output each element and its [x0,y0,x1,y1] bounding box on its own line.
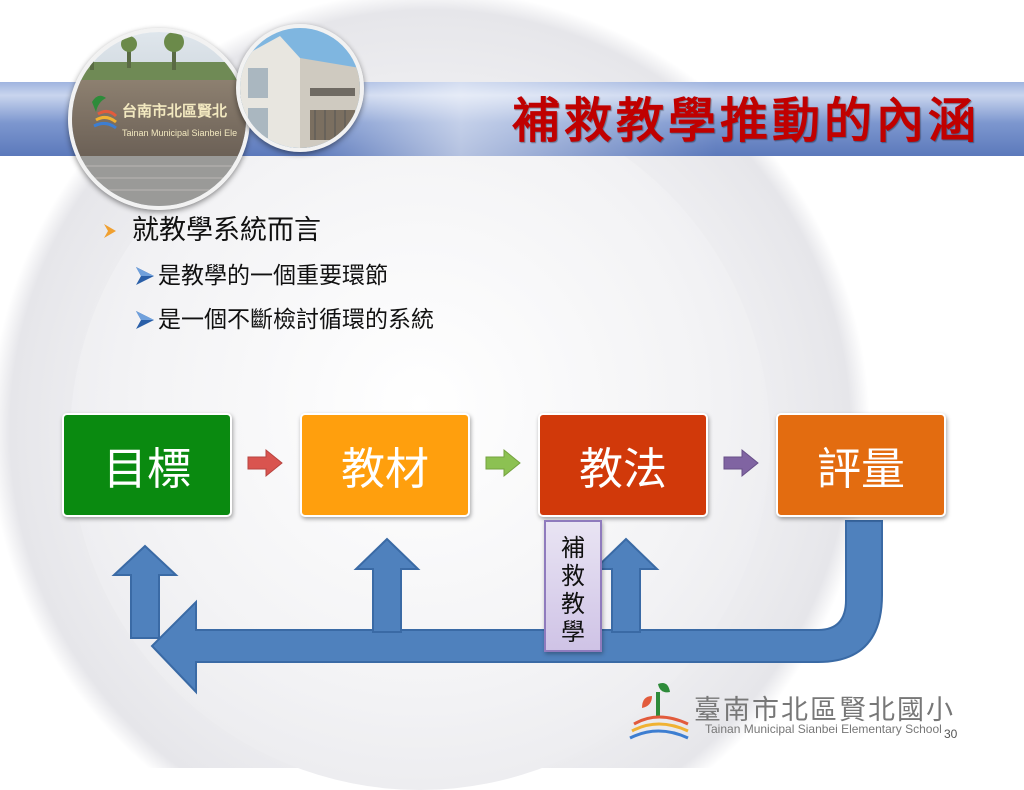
bullet-sub-2: 是一個不斷檢討循環的系統 [100,298,434,342]
bullet-main: 就教學系統而言 [100,208,434,254]
bullet-main-text: 就教學系統而言 [132,215,321,246]
bullet-sub-text: 是一個不斷檢討循環的系統 [158,307,434,333]
school-logo-icon [629,683,689,740]
up-arrow-goal [111,544,179,639]
sign-name-zh: 台南市北區賢北 [122,102,227,120]
up-arrow-material [353,537,421,633]
remedial-teaching-label: 補 救 教 學 [544,520,602,652]
feedback-loop-arrow [150,520,883,695]
flow-step-method: 教法 [538,413,708,517]
sub-bullet-arrow-icon [136,267,154,285]
feedback-loop-diagram [111,520,883,695]
flow-step-material: 教材 [300,413,470,517]
bullet-sub-1: 是教學的一個重要環節 [100,254,434,298]
flow-step-assessment: 評量 [776,413,946,517]
school-name: 臺南市北區賢北國小 [694,695,955,726]
school-building-photo [236,24,364,152]
remedy-char: 補 [561,534,585,562]
remedy-char: 救 [561,562,585,590]
remedy-char: 學 [561,618,585,646]
flow-step-label: 教材 [341,444,429,495]
connector-arrow-icon [723,448,759,478]
slide-title: 補救教學推動的內涵 [511,93,980,149]
bullet-list: 就教學系統而言 是教學的一個重要環節 是一個不斷檢討循環的系統 [100,208,434,342]
connector-arrow-icon [485,448,521,478]
connector-arrow-icon [247,448,283,478]
flow-step-label: 教法 [579,444,667,495]
flow-step-label: 評量 [817,444,905,495]
school-name-en: Tainan Municipal Sianbei Elementary Scho… [705,722,942,736]
bullet-arrow-icon [104,224,116,238]
remedy-char: 教 [561,590,585,618]
flow-step-label: 目標 [103,444,191,495]
sign-name-en: Tainan Municipal Sianbei Ele [122,128,237,138]
up-arrow-method [592,537,660,633]
page-number: 30 [944,727,958,741]
flow-step-goal: 目標 [62,413,232,517]
sub-bullet-arrow-icon [136,311,154,329]
bullet-sub-text: 是教學的一個重要環節 [158,263,388,289]
